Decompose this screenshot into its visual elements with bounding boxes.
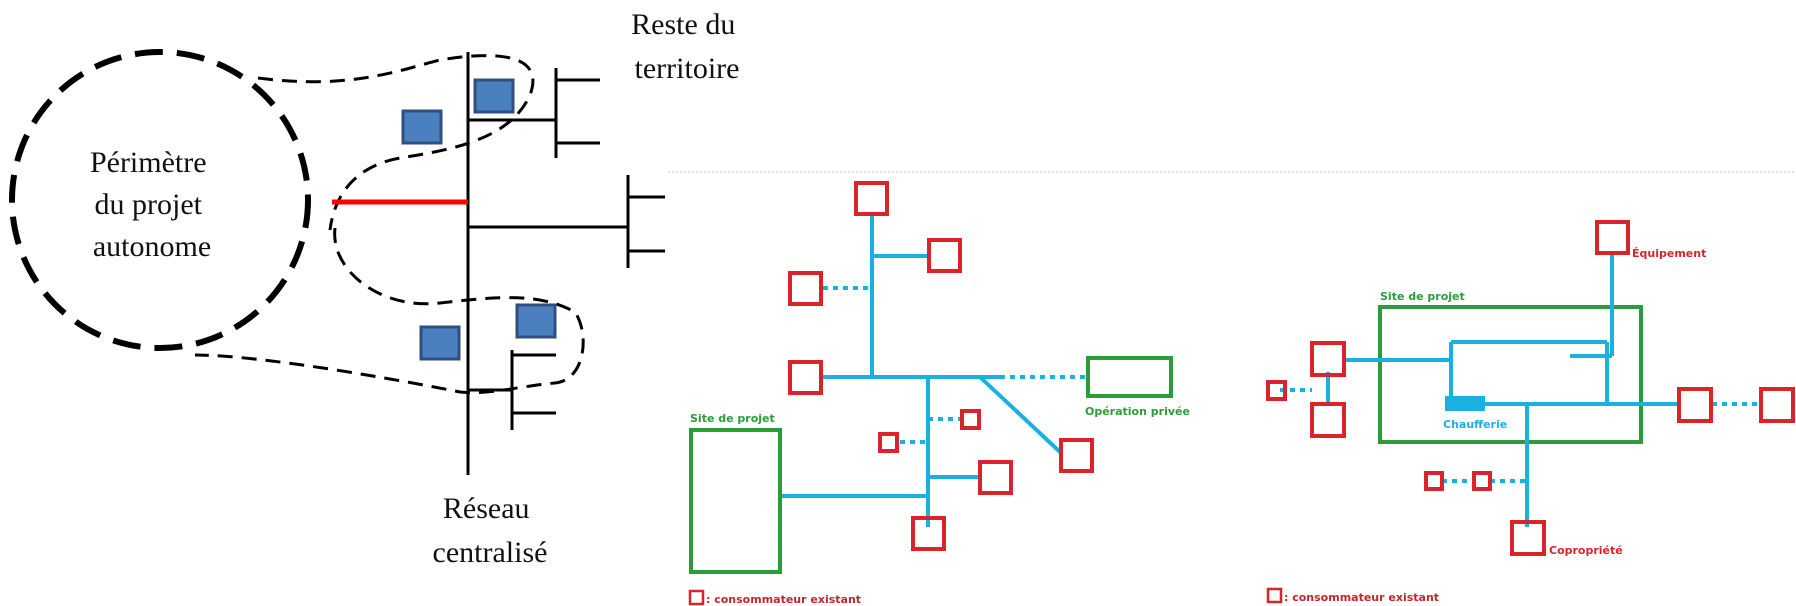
equipment-label: Équipement [1632,247,1706,260]
perimeter-label: Périmètre du projet autonome [90,146,214,263]
right-dotted-links [1280,388,1760,483]
perimeter-label-line-1: Périmètre [90,146,207,179]
consumer-square [1424,471,1444,491]
equipment-square [1595,220,1630,255]
network-label-line-1: Réseau [443,492,530,525]
consumer-square [960,409,981,430]
consumer-square [1059,438,1094,473]
consumer-square [1759,387,1795,423]
building-2 [401,109,443,145]
network-label: Réseau centralisé [433,492,548,569]
consumer-square [1310,402,1346,438]
middle-legend-label: : consommateur existant [706,593,861,606]
building-1 [473,78,515,114]
private-operation-label: Opération privée [1085,405,1190,418]
middle-dotted-links [784,286,1087,498]
rest-label-line-2: territoire [635,52,740,85]
middle-legend-square [688,589,705,606]
consumer-square [788,271,823,306]
consumer-square [878,432,899,453]
right-legend-square [1266,587,1283,604]
middle-site-label: Site de projet [690,412,775,425]
middle-site-box [689,428,782,574]
right-legend-label: : consommateur existant [1284,591,1439,604]
perimeter-ellipse [9,49,311,351]
network-label-line-2: centralisé [433,536,548,569]
perimeter-label-line-3: autonome [93,230,211,263]
consumer-square [1472,471,1492,491]
right-network [1326,252,1679,527]
coownership-label: Copropriété [1549,544,1623,557]
building-3 [515,303,557,339]
consumer-square [911,516,946,551]
right-diagram: Site de projet Chaufferie [1266,220,1795,604]
consumer-square [1266,380,1287,401]
right-site-box [1378,305,1643,444]
right-site-label: Site de projet [1380,290,1465,303]
consumer-square [788,360,823,395]
building-4 [419,325,461,361]
consumer-square [854,181,889,216]
coownership-square [1510,520,1546,556]
consumer-square [1677,387,1713,423]
consumer-square [927,238,962,273]
left-diagram: Périmètre du projet autonome Reste du te… [9,8,743,569]
middle-consumers [788,181,1094,551]
boiler-label: Chaufferie [1443,418,1507,431]
top-lobe [257,54,535,231]
rest-label: Reste du territoire [631,8,743,85]
consumer-square [1310,341,1346,377]
consumer-square [978,460,1013,495]
perimeter-label-line-2: du projet [95,188,203,221]
right-consumers [1266,220,1795,556]
private-operation-box [1086,356,1173,398]
middle-diagram: Site de projet Opération privée : consom… [688,181,1190,606]
boiler-block [1445,396,1485,411]
middle-network [779,213,1062,527]
rest-label-line-1: Reste du [631,8,735,41]
bottom-lobe [194,227,585,395]
